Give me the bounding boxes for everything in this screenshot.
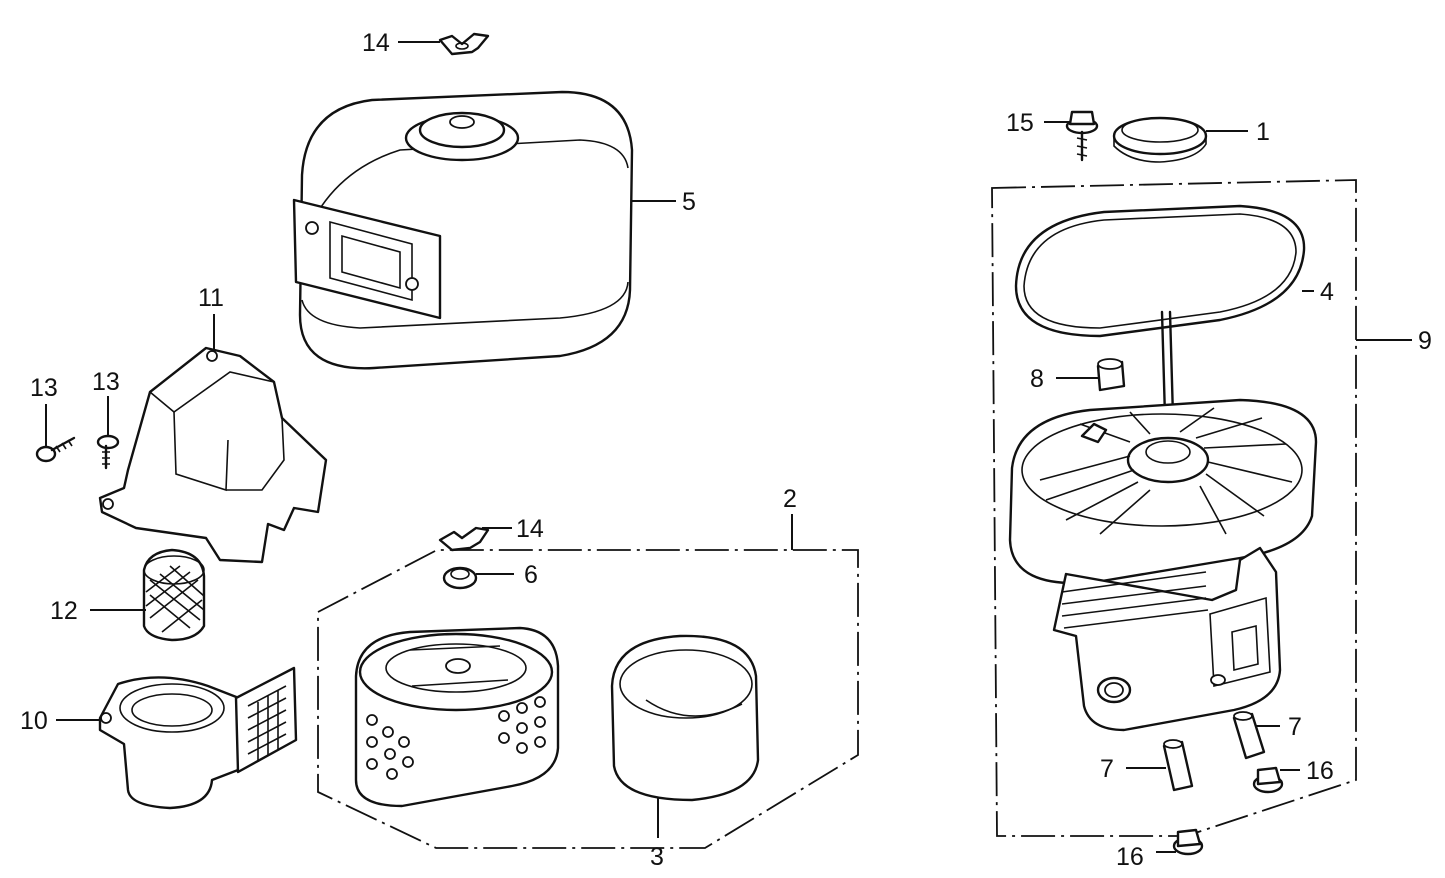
callout-16-left: 16 (1116, 843, 1144, 871)
wing-nut-top (438, 32, 490, 56)
callout-5: 5 (682, 188, 696, 216)
screw-right (96, 434, 120, 470)
collar (1096, 358, 1126, 392)
gasket (1014, 204, 1306, 338)
intake-screen (142, 548, 206, 642)
group-box-case-assembly (991, 179, 1357, 837)
callout-11: 11 (198, 284, 224, 312)
callout-7-right: 7 (1288, 713, 1302, 741)
callout-2: 2 (783, 485, 797, 513)
flange-bolt (1065, 110, 1099, 162)
callout-labels: 14 5 11 13 13 12 10 14 6 2 3 15 1 4 9 8 … (20, 29, 1432, 871)
air-cleaner-cover (292, 90, 634, 370)
callout-10: 10 (20, 707, 48, 735)
grommet (442, 566, 478, 590)
callout-16-right: 16 (1306, 757, 1334, 785)
breather-tube-left (1162, 739, 1194, 792)
callout-1: 1 (1256, 118, 1270, 146)
leader-lines (45, 41, 1412, 853)
callout-13-left: 13 (30, 374, 58, 402)
breather-tube-right (1232, 711, 1266, 760)
callout-14-top: 14 (362, 29, 390, 57)
callout-3: 3 (650, 843, 664, 871)
air-cleaner-case (1008, 310, 1318, 732)
callout-12: 12 (50, 597, 78, 625)
intake-duct (98, 346, 328, 564)
callout-9: 9 (1418, 327, 1432, 355)
paper-filter-element (354, 626, 560, 808)
flange-nut-right (1252, 766, 1284, 794)
callout-4: 4 (1320, 278, 1334, 306)
elbow-base (98, 666, 298, 810)
callout-7-left: 7 (1100, 755, 1114, 783)
foam-element (610, 634, 760, 802)
wing-nut-lower (438, 526, 490, 552)
flange-nut-left (1172, 828, 1204, 856)
group-box-element-assembly (317, 549, 859, 849)
screw-left (35, 436, 76, 463)
callout-15: 15 (1006, 109, 1034, 137)
callout-8: 8 (1030, 365, 1044, 393)
callout-6: 6 (524, 561, 538, 589)
seal-ring (1112, 116, 1208, 163)
callout-13-right: 13 (92, 368, 120, 396)
callout-14-lower: 14 (516, 515, 544, 543)
